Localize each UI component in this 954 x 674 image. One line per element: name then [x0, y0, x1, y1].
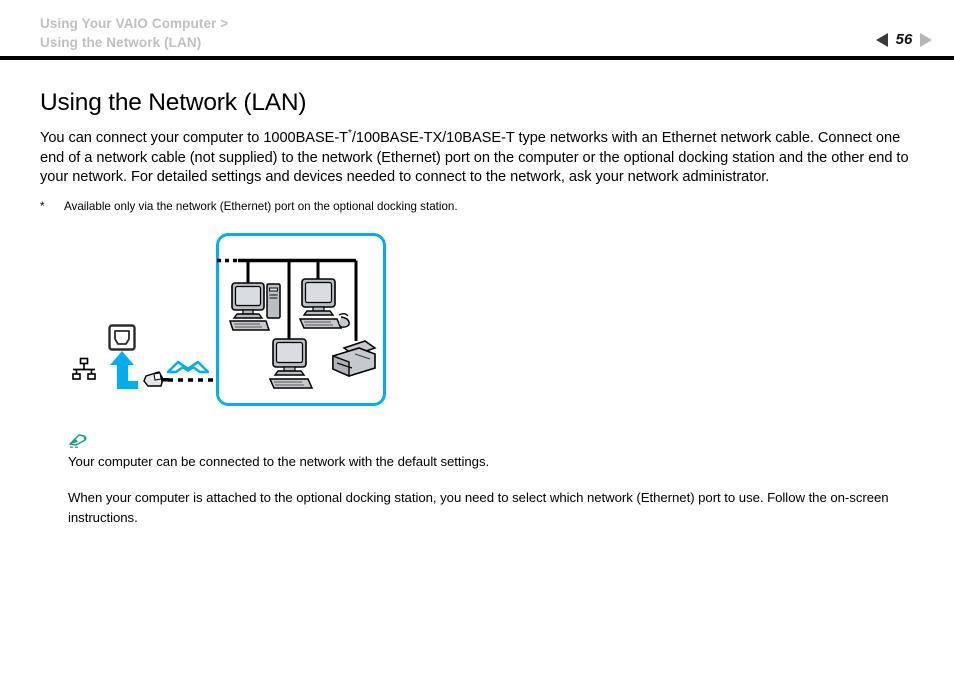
page-header: Using Your VAIO Computer > Using the Net…: [0, 0, 954, 60]
desktop-computer-tower-icon: [228, 281, 281, 331]
desktop-computer-mouse-icon: [298, 277, 350, 329]
intro-paragraph: You can connect your computer to 1000BAS…: [40, 129, 914, 188]
footnote-text: Available only via the network (Ethernet…: [64, 199, 458, 213]
triangle-left-icon[interactable]: [876, 32, 888, 47]
note-text-2: When your computer is attached to the op…: [68, 489, 889, 525]
breadcrumb-line-1: Using Your VAIO Computer >: [40, 16, 229, 31]
printer-icon: [332, 339, 377, 377]
breadcrumb: Using Your VAIO Computer > Using the Net…: [40, 14, 228, 52]
breadcrumb-line-2: Using the Network (LAN): [40, 35, 202, 50]
desktop-computer-icon: [268, 337, 314, 389]
note-text-1: Your computer can be connected to the ne…: [68, 453, 490, 469]
network-topology-icon: [72, 357, 96, 380]
notes-section: Your computer can be connected to the ne…: [68, 433, 898, 528]
double-arrow-icon: [166, 360, 210, 374]
intro-text-part-2: /100BASE-TX/10BASE-T type networks with …: [40, 130, 909, 186]
lan-port-icon: [108, 324, 136, 351]
network-backbone: [217, 258, 358, 341]
rj45-connector-icon: [143, 370, 169, 387]
page-navigation: 56: [876, 31, 932, 48]
page-content: Using the Network (LAN) You can connect …: [0, 60, 954, 544]
network-boundary-box: [216, 232, 386, 406]
footnote-mark: *: [40, 199, 45, 213]
footnote: * Available only via the network (Ethern…: [40, 199, 914, 215]
intro-text-part-1: You can connect your computer to 1000BAS…: [40, 130, 349, 146]
page-title: Using the Network (LAN): [40, 89, 307, 116]
header-divider: [0, 56, 954, 60]
footnote-reference: *: [348, 128, 352, 140]
lan-connection-diagram: [72, 232, 386, 406]
note-icon-row: [68, 433, 898, 451]
page-number: 56: [895, 31, 913, 48]
triangle-right-icon[interactable]: [920, 32, 932, 47]
diagram-container: [0, 229, 954, 419]
up-arrow-icon: [110, 350, 138, 389]
pen-note-icon: [69, 434, 87, 448]
